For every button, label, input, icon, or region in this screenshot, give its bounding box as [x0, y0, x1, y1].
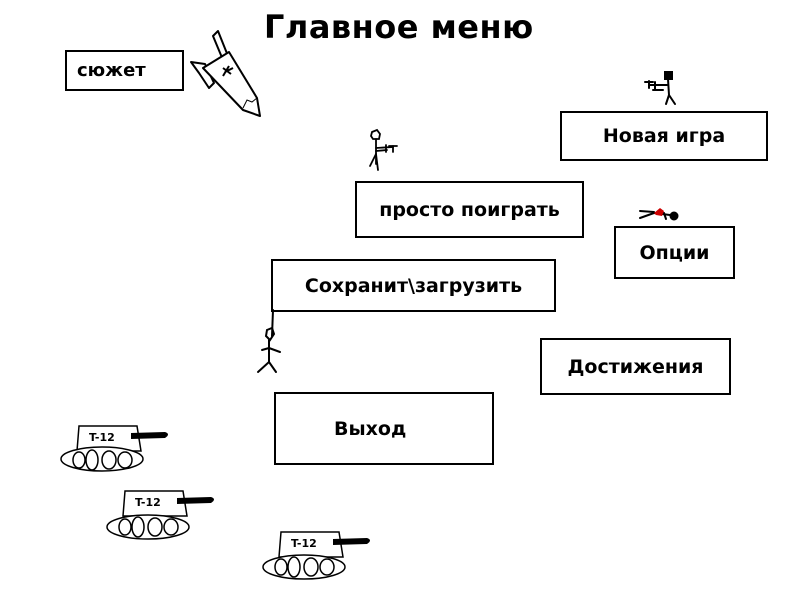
- stick-figure-gunner-icon: [644, 71, 676, 105]
- tank-label: T-12: [291, 537, 317, 550]
- just-play-button-label: просто поиграть: [379, 198, 560, 221]
- tank-icon: T-12: [262, 531, 370, 580]
- exit-button-label: Выход: [334, 417, 407, 440]
- stick-figure-shooter-icon: [369, 128, 398, 171]
- hanging-stick-figure-icon: [257, 309, 281, 373]
- rocket-icon: [190, 30, 261, 117]
- tank-label: T-12: [89, 431, 115, 444]
- tank-label: T-12: [135, 496, 161, 509]
- achievements-button-label: Достижения: [567, 355, 704, 378]
- tank-icon: T-12: [60, 425, 168, 472]
- fallen-stick-figure-icon: [639, 208, 679, 221]
- save-load-button-label: Сохранит\загрузить: [304, 274, 523, 297]
- story-button[interactable]: сюжет: [65, 50, 184, 91]
- blood-splatter: [654, 208, 664, 216]
- main-menu-title: Главное меню: [264, 8, 534, 46]
- save-load-button[interactable]: Сохранит\загрузить: [271, 259, 556, 312]
- new-game-button[interactable]: Новая игра: [560, 111, 768, 161]
- options-button[interactable]: Опции: [614, 226, 735, 279]
- story-button-label: сюжет: [77, 60, 146, 81]
- exit-button[interactable]: Выход: [274, 392, 494, 465]
- new-game-button-label: Новая игра: [602, 125, 726, 147]
- options-button-label: Опции: [639, 241, 710, 264]
- just-play-button[interactable]: просто поиграть: [355, 181, 584, 238]
- tank-icon: T-12: [106, 490, 214, 540]
- achievements-button[interactable]: Достижения: [540, 338, 731, 395]
